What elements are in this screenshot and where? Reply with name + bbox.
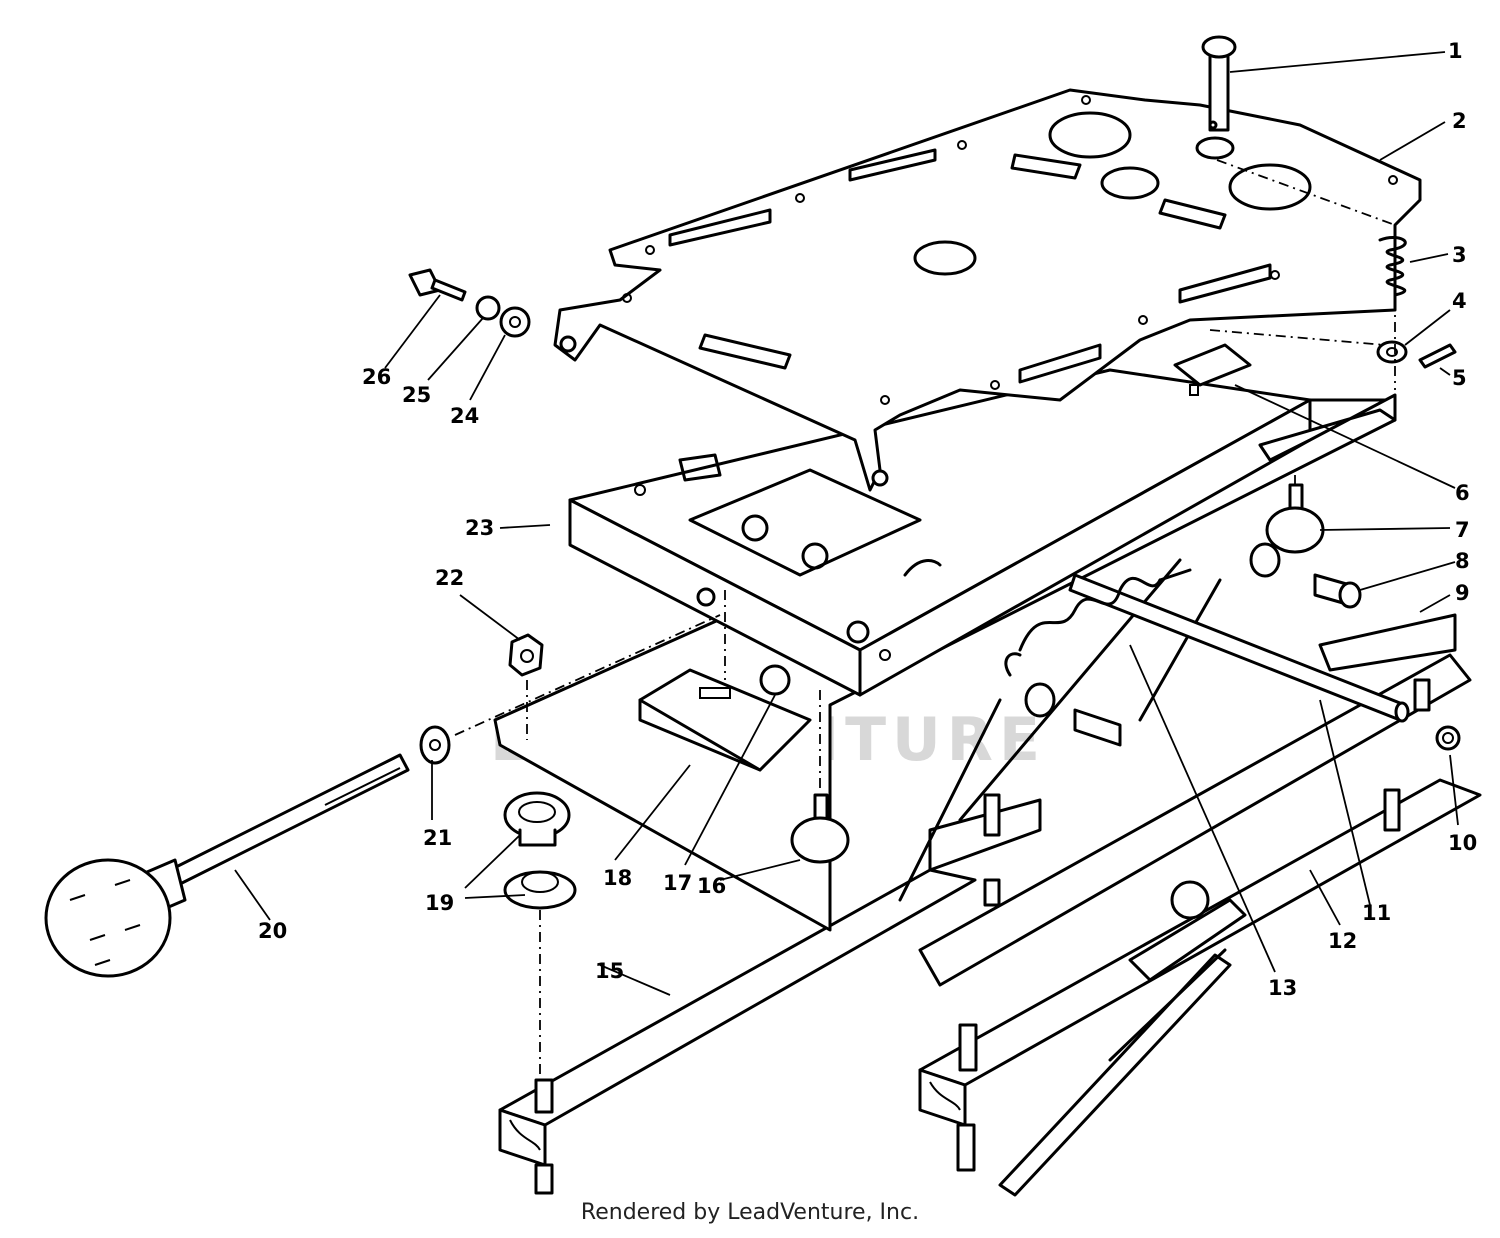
callout-1: 1	[1448, 39, 1463, 63]
callout-15: 15	[595, 959, 624, 983]
part-6-bracket	[1173, 343, 1252, 396]
callout-26: 26	[362, 365, 391, 389]
callout-23: 23	[465, 516, 494, 540]
callout-2: 2	[1452, 109, 1467, 133]
callout-11: 11	[1362, 901, 1391, 925]
callout-20: 20	[258, 919, 287, 943]
callout-25: 25	[402, 383, 431, 407]
callout-22: 22	[435, 566, 464, 590]
part-7-bumper	[1249, 483, 1325, 578]
callout-21: 21	[423, 826, 452, 850]
callout-17: 17	[663, 871, 692, 895]
part-17-nut	[759, 664, 791, 696]
part-20-knob	[44, 753, 410, 978]
part-4-washer	[1376, 340, 1408, 364]
part-26-bolt	[408, 268, 467, 302]
part-22-nut	[508, 633, 544, 677]
footer-credit: Rendered by LeadVenture, Inc.	[580, 1200, 920, 1225]
part-21-washer	[419, 725, 451, 765]
part-2-seat-pan	[553, 88, 1422, 492]
callout-7: 7	[1455, 518, 1470, 542]
part-24-washer	[499, 306, 531, 338]
leader-lines	[234, 51, 1459, 996]
alignment-lines	[454, 159, 1396, 1075]
callout-5: 5	[1452, 366, 1467, 390]
callout-3: 3	[1452, 243, 1467, 267]
part-15-rail	[498, 868, 977, 1195]
callout-6: 6	[1455, 481, 1470, 505]
callout-13: 13	[1268, 976, 1297, 1000]
callout-12: 12	[1328, 929, 1357, 953]
part-1-pin	[1195, 35, 1237, 160]
part-11-rod	[1068, 573, 1410, 723]
callout-10: 10	[1448, 831, 1477, 855]
part-3-spring	[1378, 235, 1407, 297]
part-19-bushings	[503, 791, 577, 910]
adjust-lever	[998, 880, 1247, 1197]
callout-labels: 1 2 3 4 5 6 7 8 9 10 11 12 13 15 16 17 1…	[258, 39, 1477, 1000]
part-13-spring	[1004, 568, 1192, 677]
callout-4: 4	[1452, 289, 1467, 313]
part-23-slide-plate	[568, 368, 1312, 697]
part-8-spacer	[1024, 573, 1362, 747]
callout-24: 24	[450, 404, 479, 428]
part-18-bracket	[638, 668, 812, 772]
part-10-bolt	[1435, 725, 1461, 751]
callout-8: 8	[1455, 549, 1470, 573]
part-16-bumper	[790, 793, 850, 864]
part-5-pin	[1418, 343, 1457, 369]
callout-9: 9	[1455, 581, 1470, 605]
part-25-lockwasher	[475, 295, 501, 321]
callout-18: 18	[603, 866, 632, 890]
callout-16: 16	[697, 874, 726, 898]
callout-19: 19	[425, 891, 454, 915]
